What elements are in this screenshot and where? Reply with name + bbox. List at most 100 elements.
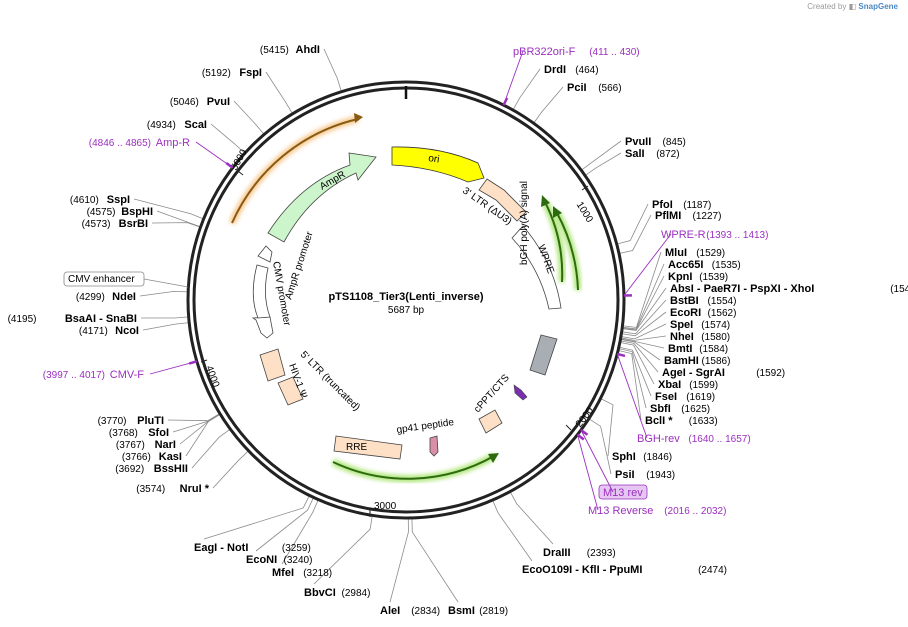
site-bsshii[interactable]: (3692)BssHII bbox=[115, 463, 188, 475]
site-nhei[interactable]: NheI(1580) bbox=[670, 331, 730, 343]
site-bcli[interactable]: BclI *(1633) bbox=[645, 415, 718, 427]
site-bamhi[interactable]: BamHI(1586) bbox=[664, 355, 730, 367]
site-name: BbvCI bbox=[304, 587, 336, 599]
site-name: ScaI bbox=[184, 119, 207, 131]
primer-pbr322ori-f[interactable]: pBR322ori-F(411 .. 430) bbox=[502, 46, 640, 106]
feature-rre[interactable]: RRE bbox=[333, 435, 403, 460]
site-kpni[interactable]: KpnI(1539) bbox=[668, 271, 728, 283]
site-spei[interactable]: SpeI(1574) bbox=[670, 319, 730, 331]
site-eagi-noti[interactable]: EagI - NotI(3259) bbox=[194, 542, 311, 554]
site-bmti[interactable]: BmtI(1584) bbox=[668, 343, 728, 355]
site-ecoo109i-kfli-ppumi[interactable]: EcoO109I - KflI - PpuMI(2474) bbox=[522, 564, 727, 576]
primer-bgh-rev[interactable]: BGH-rev(1640 .. 1657) bbox=[616, 352, 751, 445]
site-name: PsiI bbox=[615, 469, 635, 481]
leader-line bbox=[389, 517, 409, 603]
site-position: (2393) bbox=[587, 548, 616, 559]
site-position: (2474) bbox=[698, 565, 727, 576]
site-bbvci[interactable]: BbvCI (2984) bbox=[304, 587, 370, 599]
feature-5-ltr[interactable]: 5' LTR (truncated) bbox=[259, 348, 362, 413]
site-sbfi[interactable]: SbfI(1625) bbox=[650, 403, 710, 415]
site-pluti[interactable]: (3770)PluTI bbox=[98, 415, 164, 427]
site-pvui[interactable]: (5046)PvuI bbox=[170, 96, 230, 108]
site-bstbi[interactable]: BstBI(1554) bbox=[670, 295, 736, 307]
site-fsei[interactable]: FseI(1619) bbox=[655, 391, 715, 403]
site-nari[interactable]: (3767)NarI bbox=[116, 439, 176, 451]
site-ecori[interactable]: EcoRI(1562) bbox=[670, 307, 736, 319]
site-position: (5192) bbox=[202, 68, 231, 79]
site-bsaai-snabi[interactable]: (4195)BsaAI - SnaBI bbox=[8, 313, 137, 325]
site-position: (4575) bbox=[87, 207, 116, 218]
primer-wpre-r[interactable]: WPRE-R(1393 .. 1413) bbox=[623, 229, 769, 297]
site-draiii[interactable]: DraIII (2393) bbox=[543, 547, 616, 559]
site-ndei[interactable]: (4299)NdeI bbox=[76, 291, 136, 303]
feature-cppt[interactable]: cPPT/CTS bbox=[472, 372, 528, 415]
feature-gp41-box[interactable] bbox=[478, 409, 503, 434]
site-xbai[interactable]: XbaI(1599) bbox=[658, 379, 718, 391]
feature-ampr[interactable]: AmpR bbox=[267, 152, 377, 243]
site-position: (4573) bbox=[82, 219, 111, 230]
site-scai[interactable]: (4934)ScaI bbox=[147, 119, 207, 131]
site-pfoi[interactable]: PfoI(1187) bbox=[652, 199, 711, 211]
leader-line bbox=[622, 287, 667, 331]
site-pflmi[interactable]: PflMI(1227) bbox=[655, 210, 721, 222]
leader-line bbox=[622, 251, 662, 328]
site-ahdi[interactable]: (5415)AhdI bbox=[260, 44, 320, 56]
site-name: DraIII bbox=[543, 547, 571, 559]
site-nrui[interactable]: (3574)NruI * bbox=[136, 483, 209, 495]
feature-gp41[interactable]: gp41 peptide bbox=[396, 417, 455, 457]
site-pcii[interactable]: PciI(566) bbox=[567, 82, 622, 94]
feature-ori[interactable]: ori bbox=[391, 146, 485, 183]
primer-m13-rev[interactable]: M13 rev bbox=[580, 428, 643, 499]
feature-gp41-label: gp41 peptide bbox=[396, 417, 455, 436]
primer-name: CMV-F bbox=[110, 369, 145, 381]
feature-cmv-promoter[interactable]: CMV promoter bbox=[251, 261, 292, 339]
primer-cmv-f[interactable]: CMV-F(3997 .. 4017) bbox=[43, 360, 198, 381]
site-name: XbaI bbox=[658, 379, 681, 391]
primer-m13-reverse[interactable]: M13 Reverse(2016 .. 2032) bbox=[576, 433, 726, 517]
site-econi[interactable]: EcoNI(3240) bbox=[246, 554, 312, 566]
site-ncoi[interactable]: (4171)NcoI bbox=[79, 325, 139, 337]
primer-mark bbox=[616, 352, 626, 358]
site-sali[interactable]: SalI(872) bbox=[625, 148, 680, 160]
site-pvuii[interactable]: PvuII(845) bbox=[625, 136, 686, 148]
site-absi-paer7i-pspxi-xhoi[interactable]: AbsI - PaeR7I - PspXI - XhoI(1541) bbox=[670, 283, 908, 295]
leader-line bbox=[156, 210, 201, 228]
site-agei-sgrai[interactable]: AgeI - SgrAI(1592) bbox=[662, 367, 785, 379]
site-sspi[interactable]: (4610)SspI bbox=[70, 194, 130, 206]
leader-line bbox=[621, 311, 667, 337]
site-alei[interactable]: AleI(2834) bbox=[380, 605, 440, 617]
site-name: KpnI bbox=[668, 271, 692, 283]
site-bsmi[interactable]: BsmI(2819) bbox=[448, 605, 508, 617]
feature-bgh[interactable]: bGH poly(A) signal bbox=[519, 181, 558, 376]
cmv-enhancer-callout[interactable]: CMV enhancer bbox=[63, 271, 189, 288]
site-position: (1633) bbox=[689, 416, 718, 427]
site-mfei[interactable]: MfeI(3218) bbox=[272, 567, 332, 579]
leader-line bbox=[620, 338, 665, 349]
site-fspi[interactable]: (5192)FspI bbox=[202, 67, 262, 79]
feature-cppt-label: cPPT/CTS bbox=[472, 372, 512, 415]
site-drdi[interactable]: DrdI(464) bbox=[544, 64, 599, 76]
site-acc65i[interactable]: Acc65I(1535) bbox=[668, 259, 741, 271]
site-kasi[interactable]: (3766)KasI bbox=[122, 451, 182, 463]
site-sphi[interactable]: SphI(1846) bbox=[612, 451, 672, 463]
leader-line bbox=[151, 222, 201, 228]
site-sfoi[interactable]: (3768)SfoI bbox=[109, 427, 169, 439]
primer-amp-r[interactable]: Amp-R(4846 .. 4865) bbox=[89, 137, 234, 169]
credit: Created by ◧ SnapGene bbox=[807, 2, 898, 11]
site-position: (1586) bbox=[702, 356, 731, 367]
site-psii[interactable]: PsiI(1943) bbox=[615, 469, 675, 481]
tick-label-3000: 3000 bbox=[374, 501, 397, 512]
site-position: (3218) bbox=[303, 568, 332, 579]
site-bsphi[interactable]: (4575)BspHI bbox=[87, 206, 153, 218]
site-position: (4195) bbox=[8, 314, 37, 325]
site-position: (2984) bbox=[342, 588, 371, 599]
primer-leader bbox=[623, 233, 672, 296]
primer-name: BGH-rev bbox=[637, 433, 680, 445]
feature-3-ltr[interactable]: 3' LTR (ΔU3) bbox=[460, 178, 527, 227]
site-mlui[interactable]: MluI(1529) bbox=[665, 247, 725, 259]
site-bsrbi[interactable]: (4573)BsrBI bbox=[82, 218, 148, 230]
primer-leader bbox=[616, 353, 648, 439]
site-name: PflMI bbox=[655, 210, 681, 222]
site-name: SalI bbox=[625, 148, 645, 160]
